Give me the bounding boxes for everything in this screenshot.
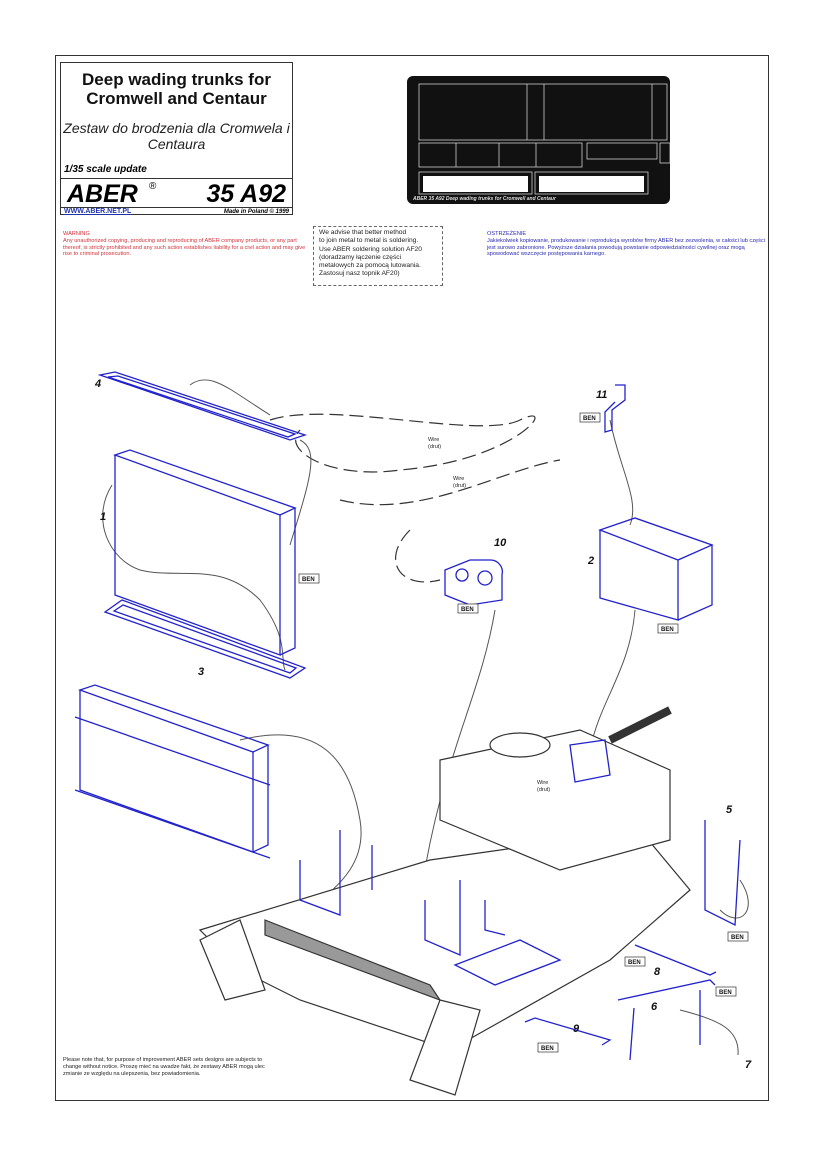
warning-polish-text: Jakiekolwiek kopiowanie, produkowanie i … xyxy=(487,237,765,258)
part-4-frame xyxy=(97,371,308,441)
wire-label: Wire xyxy=(428,437,439,443)
part-label-7: 7 xyxy=(745,1059,752,1071)
ben-labels: BEN BEN BEN BEN BEN BEN BEN BEN xyxy=(298,412,749,1053)
part-11-bracket xyxy=(604,384,626,433)
ben-label: BEN xyxy=(719,990,732,996)
part-2-box xyxy=(598,517,714,621)
assembled-trunk xyxy=(74,684,271,859)
product-code: 35 A92 xyxy=(206,180,286,208)
ben-label: BEN xyxy=(661,627,674,633)
wire-label: Wire xyxy=(453,476,464,482)
ben-label: BEN xyxy=(628,960,641,966)
part-label-8: 8 xyxy=(654,966,661,978)
wire-paths xyxy=(269,413,561,583)
wire-label-pl: (drut) xyxy=(428,444,441,450)
part-1-trunk xyxy=(113,449,297,656)
ben-label: BEN xyxy=(541,1046,554,1052)
part-label-9: 9 xyxy=(573,1023,580,1035)
part-10-bracket xyxy=(444,559,504,606)
title-english: Deep wading trunks for Cromwell and Cent… xyxy=(82,70,271,108)
tank-hull xyxy=(198,706,691,1096)
website-link[interactable]: WWW.ABER.NET.PL xyxy=(64,208,132,215)
wire-leaders xyxy=(102,379,749,1056)
made-in: Made in Poland © 1999 xyxy=(223,209,289,215)
warning-text: Any unauthorized copying, producing and … xyxy=(63,237,306,258)
wire-label: Wire xyxy=(537,780,548,786)
soldering-advice-box: We advise that better method to join met… xyxy=(313,226,443,286)
scale-label: 1/35 scale update xyxy=(64,164,147,175)
hull-assembled-parts xyxy=(299,739,741,1061)
part-label-3: 3 xyxy=(198,666,204,678)
wire-label-pl: (drut) xyxy=(537,787,550,793)
improvement-note: Please note that, for purpose of improve… xyxy=(63,1057,265,1077)
part-label-6: 6 xyxy=(651,1001,658,1013)
part-label-11: 11 xyxy=(596,389,607,401)
page-frame xyxy=(55,55,769,1101)
part-label-10: 10 xyxy=(494,537,507,549)
registered-mark: ® xyxy=(149,181,157,192)
warning-heading: WARNING xyxy=(63,231,90,237)
wire-labels: Wire (drut) Wire (drut) Wire (drut) xyxy=(428,437,550,793)
fret-outline xyxy=(418,83,671,195)
warning-english: WARNING Any unauthorized copying, produc… xyxy=(63,231,308,258)
warning-polish: OSTRZEŻENIE Jakiekolwiek kopiowanie, pro… xyxy=(487,231,767,258)
wire-label-pl: (drut) xyxy=(453,483,466,489)
fret-caption: ABER 35 A92 Deep wading trunks for Cromw… xyxy=(413,196,556,202)
ben-label: BEN xyxy=(461,607,474,613)
brand-logo: ABER xyxy=(67,180,138,208)
part-3-frame xyxy=(103,599,307,679)
part-label-1: 1 xyxy=(100,511,106,523)
part-label-4: 4 xyxy=(94,378,101,390)
ben-label: BEN xyxy=(583,416,596,422)
part-label-2: 2 xyxy=(587,555,594,567)
brand-row: ABER ® 35 A92 xyxy=(61,178,292,208)
part-label-5: 5 xyxy=(726,804,733,816)
ben-label: BEN xyxy=(731,935,744,941)
title-polish: Zestaw do brodzenia dla Cromwela i Centa… xyxy=(63,120,290,152)
title-box: Deep wading trunks for Cromwell and Cent… xyxy=(60,62,293,215)
ben-label: BEN xyxy=(302,577,315,583)
photo-etched-fret-image: ABER 35 A92 Deep wading trunks for Cromw… xyxy=(407,76,671,204)
warning-polish-heading: OSTRZEŻENIE xyxy=(487,231,527,237)
